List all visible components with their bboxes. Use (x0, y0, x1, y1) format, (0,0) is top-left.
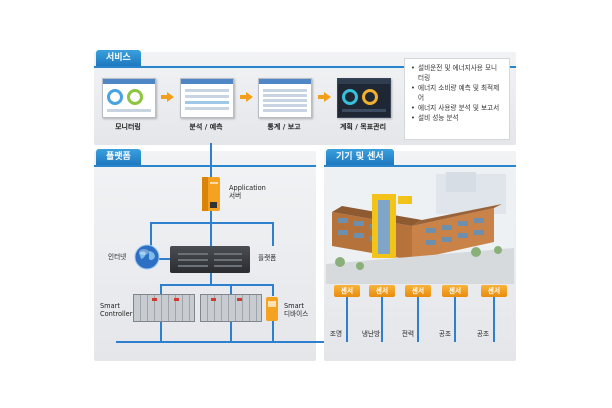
device-label: 냉난방 (361, 330, 381, 338)
platform-tab-bar (94, 165, 316, 167)
platform-tab: 플랫폼 (96, 149, 141, 165)
network-line (210, 143, 212, 183)
device-label: 전력 (401, 330, 415, 338)
sensor-line (417, 297, 419, 342)
service-feature-item: 설비 성능 분석 (411, 113, 503, 123)
step-label-statistics: 통계 / 보고 (267, 123, 301, 131)
monitoring-screenshot (102, 78, 156, 118)
network-line (150, 222, 152, 246)
network-line (210, 210, 212, 246)
devices-tab-bar (324, 165, 516, 167)
service-feature-item: 에너지 사용량 분석 및 보고서 (411, 103, 503, 113)
step-label-analysis: 분석 / 예측 (189, 123, 223, 131)
statistics-screenshot (258, 78, 312, 118)
smart-controller-label: Smart Controller (100, 302, 133, 318)
network-line (160, 284, 274, 286)
smart-device-label: Smart 디바이스 (284, 302, 309, 318)
smart-device-icon (266, 297, 278, 321)
network-line (230, 284, 232, 294)
network-line (160, 284, 162, 294)
network-line (210, 273, 212, 285)
building-illustration (326, 168, 514, 284)
network-line (272, 284, 274, 296)
sensor-badge: 센서 (442, 285, 468, 297)
service-feature-list: 설비운전 및 에너지사용 모니터링 에너지 소비량 예측 및 최적제어 에너지 … (404, 58, 510, 140)
analysis-screenshot (180, 78, 234, 118)
sensor-line (454, 297, 456, 342)
internet-label: 인터넷 (108, 253, 127, 261)
step-label-monitoring: 모니터링 (115, 123, 141, 131)
platform-server-label: 플랫폼 (258, 254, 277, 262)
service-feature-item: 에너지 소비량 예측 및 최적제어 (411, 83, 503, 103)
platform-server-icon (170, 246, 250, 273)
device-label: 공조 (438, 330, 452, 338)
step-label-planning: 계획 / 목표관리 (339, 123, 387, 131)
flow-arrow-icon (161, 92, 174, 102)
flow-arrow-icon (318, 92, 331, 102)
application-server-label: Application 서버 (229, 184, 266, 200)
smart-controller-icon (133, 294, 195, 322)
network-line (230, 320, 232, 342)
planning-screenshot (337, 78, 391, 118)
network-line (272, 222, 274, 246)
sensor-badge: 센서 (369, 285, 395, 297)
network-line (153, 258, 170, 260)
device-label: 조명 (329, 330, 343, 338)
application-server-icon (202, 177, 220, 211)
sensor-line (493, 297, 495, 342)
device-label: 공조 (476, 330, 490, 338)
sensor-line (381, 297, 383, 342)
devices-tab: 기기 및 센서 (326, 149, 394, 165)
services-tab-bar (94, 66, 516, 68)
smart-controller-icon (200, 294, 262, 322)
sensor-line (346, 297, 348, 342)
flow-arrow-icon (240, 92, 253, 102)
services-tab: 서비스 (96, 50, 141, 66)
sensor-badge: 센서 (334, 285, 360, 297)
bus-line (116, 341, 498, 343)
sensor-badge: 센서 (481, 285, 507, 297)
sensor-badge: 센서 (405, 285, 431, 297)
globe-icon (134, 244, 160, 270)
network-line (150, 222, 274, 224)
network-line (272, 320, 274, 342)
network-line (160, 320, 162, 342)
service-feature-item: 설비운전 및 에너지사용 모니터링 (411, 63, 503, 83)
